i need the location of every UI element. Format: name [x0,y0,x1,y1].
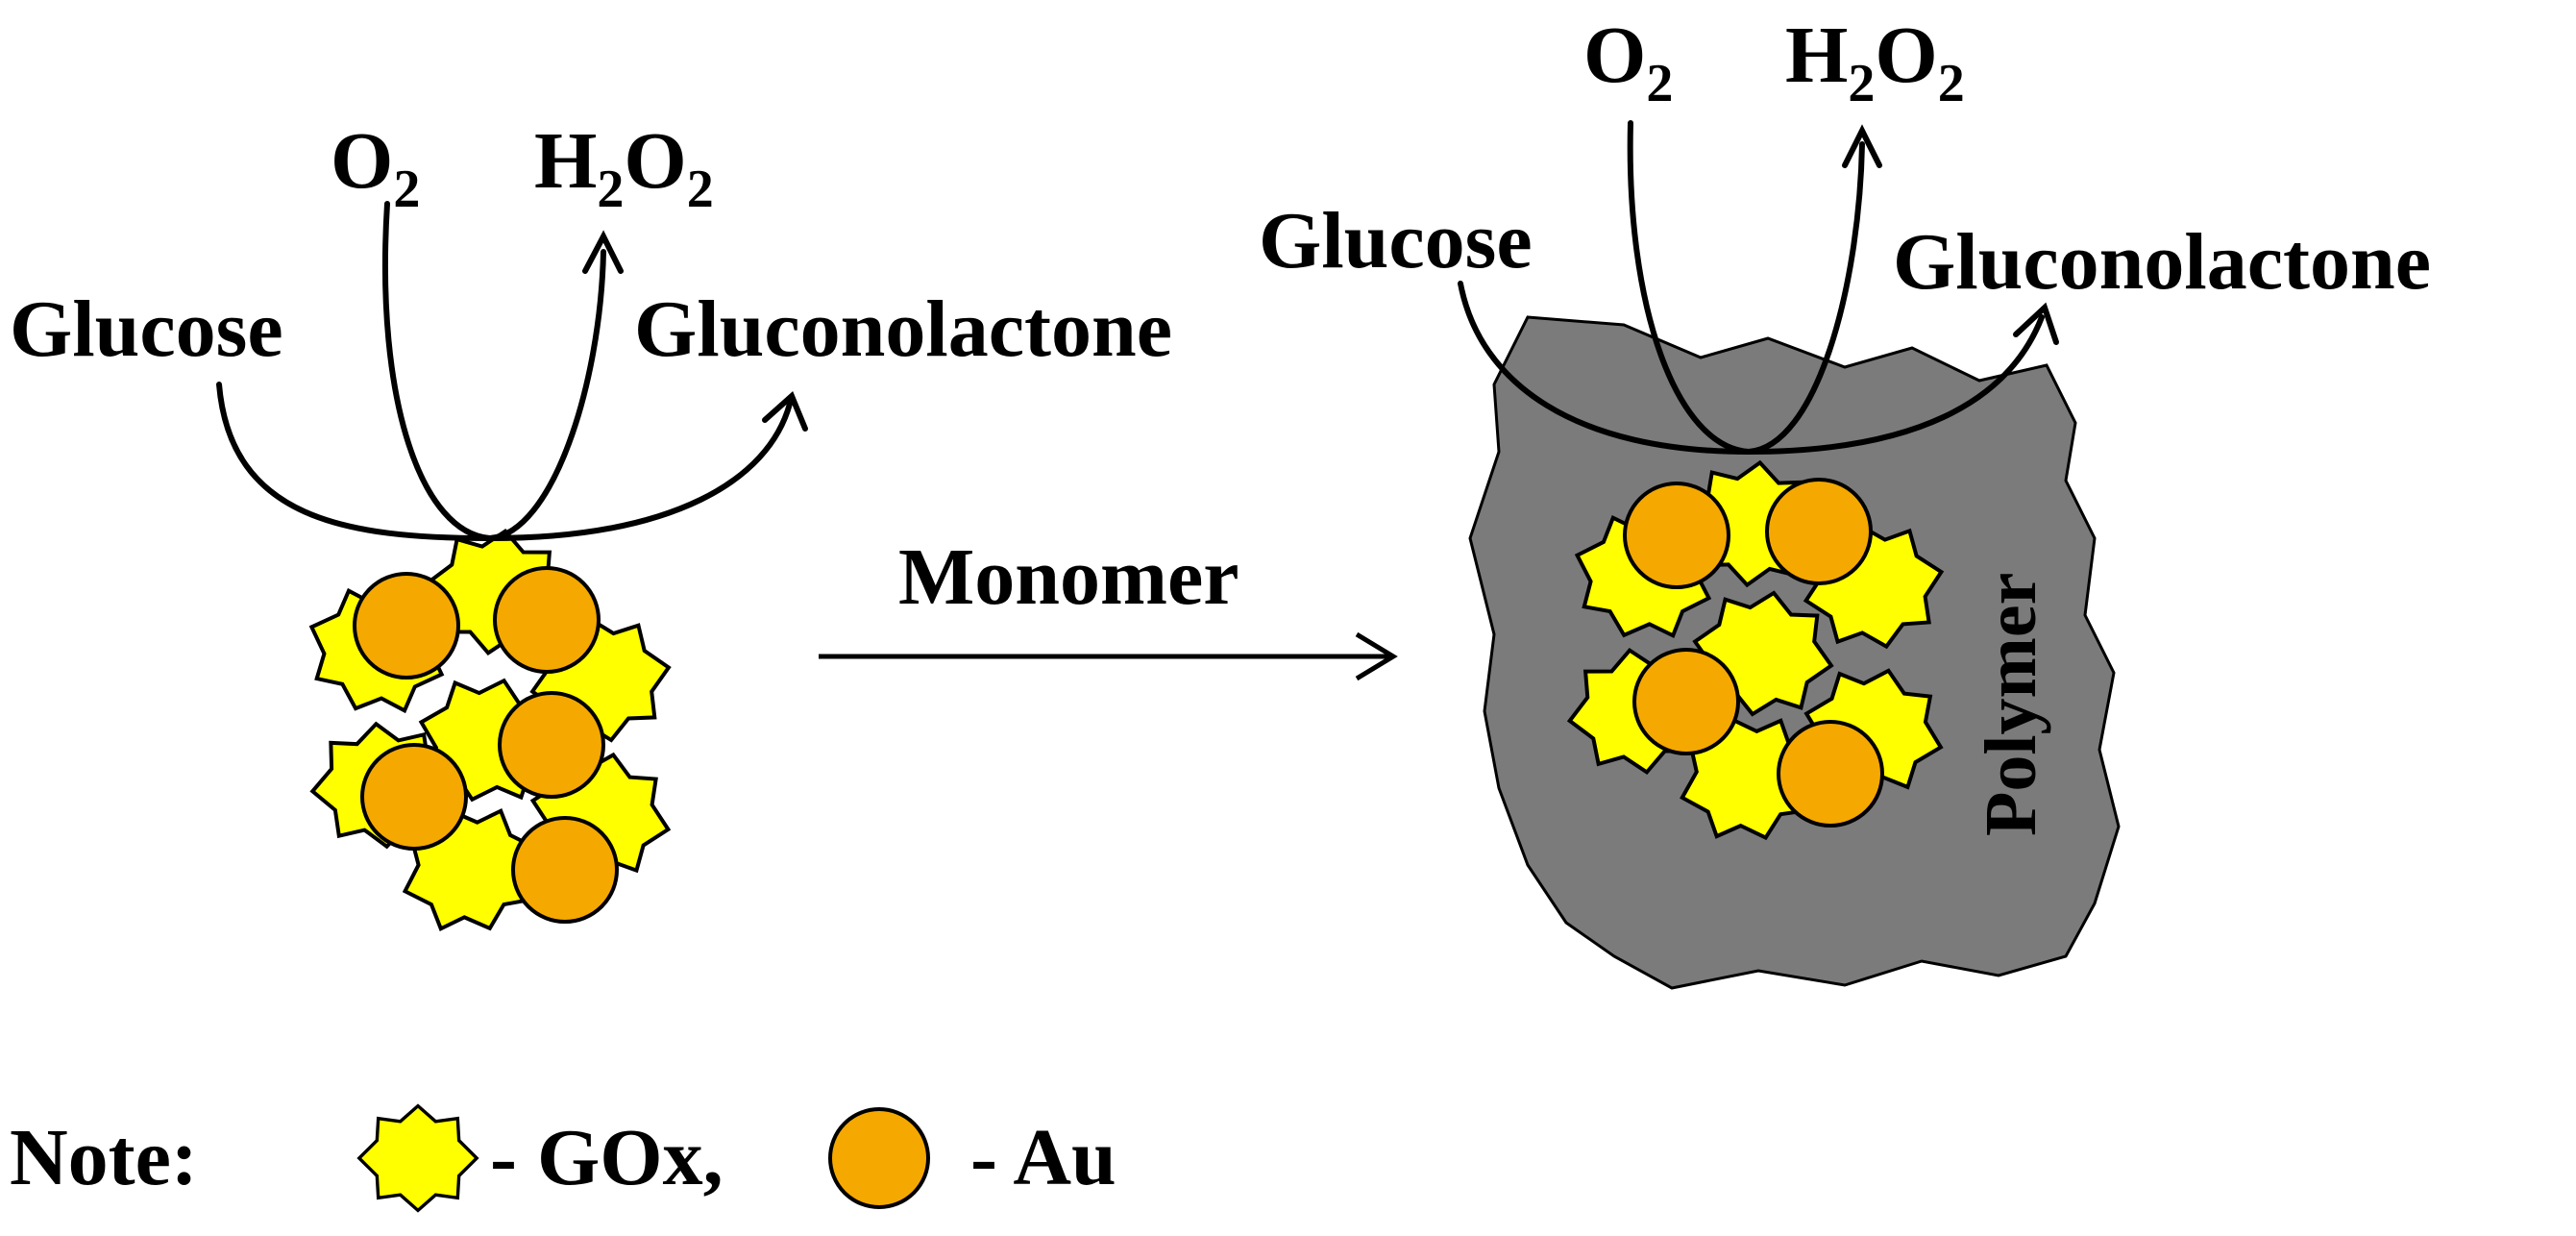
o2-to-h2o2-arrow [381,201,606,542]
au-particle [1632,648,1740,755]
circle-icon [828,1107,930,1209]
monomer-process-arrow: Monomer [819,532,1398,681]
glucose-label: Glucose [10,284,283,374]
legend: Note: - GOx, - Au [10,1103,1116,1213]
au-particle [1765,478,1873,585]
star-icon [357,1103,478,1213]
right-labels: Glucose Gluconolactone O2 H2O2 [1259,11,2431,307]
au-particle [360,743,468,851]
left-reaction-arrows [216,201,808,542]
glucose-to-gluconolactone-arrow [216,382,793,542]
o2-label: O2 [331,116,420,219]
arrowhead [2013,302,2059,345]
o2-label: O2 [1583,11,1673,113]
au-particle [1777,720,1884,828]
glucose-label: Glucose [1259,196,1533,285]
arrowhead [582,230,624,274]
legend-note-label: Note: [10,1113,198,1202]
arrowhead [762,390,808,432]
o2-to-h2o2-arrow [1627,120,1865,456]
au-particle [1623,482,1730,589]
h2o2-label: H2O2 [1785,11,1965,113]
legend-au-label: - Au [970,1113,1116,1202]
au-particle [493,566,601,674]
left-enzyme-cluster [288,519,683,952]
right-enzyme-cluster [1556,453,1958,859]
arrowhead [1355,631,1398,681]
left-labels: Glucose Gluconolactone O2 H2O2 [10,116,1172,374]
legend-gox-label: - GOx, [490,1113,724,1202]
au-particle [511,816,619,924]
gluconolactone-label: Gluconolactone [1893,217,2431,307]
au-particle [498,691,605,799]
au-particle [353,572,460,680]
right-reaction-arrows [1458,120,2059,456]
arrowhead [1842,124,1882,168]
monomer-label: Monomer [898,532,1239,622]
gluconolactone-label: Gluconolactone [634,284,1172,374]
h2o2-label: H2O2 [534,116,714,219]
polymer-label: Polymer [1971,573,2051,836]
